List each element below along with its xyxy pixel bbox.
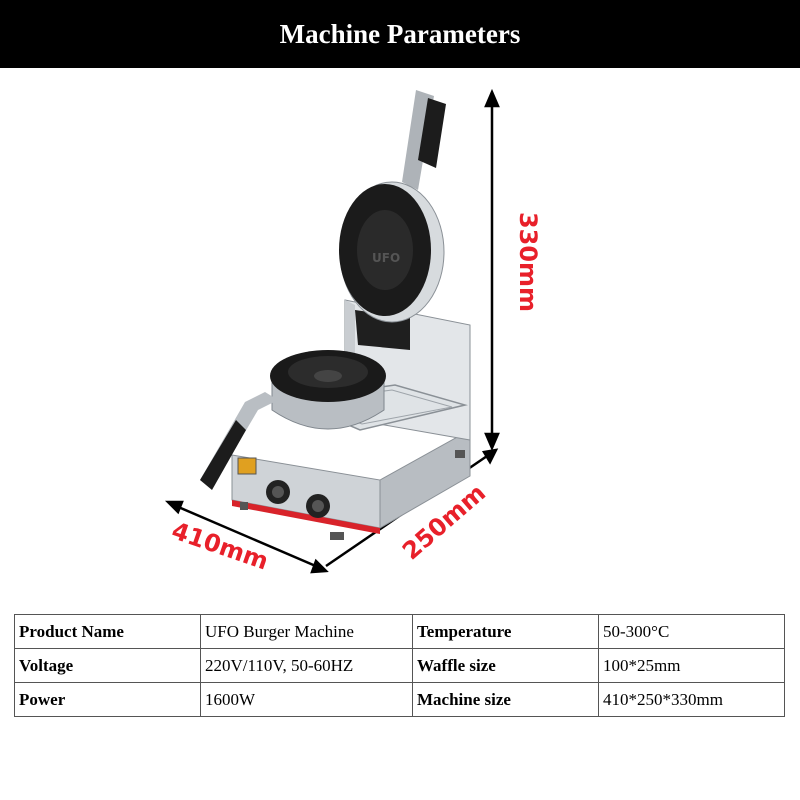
spec-value: 50-300°C <box>598 614 785 649</box>
spec-value: 410*250*330mm <box>598 682 785 717</box>
upper-lid: UFO <box>339 90 446 350</box>
spec-value: 220V/110V, 50-60HZ <box>200 648 413 683</box>
spec-value: 100*25mm <box>598 648 785 683</box>
spec-value: UFO Burger Machine <box>200 614 413 649</box>
machine-base <box>231 429 471 540</box>
spec-table: Product Name UFO Burger Machine Temperat… <box>14 614 785 717</box>
table-row: Voltage 220V/110V, 50-60HZ Waffle size 1… <box>14 648 785 683</box>
mold-embossing: UFO <box>372 251 400 265</box>
spec-label: Voltage <box>14 648 201 683</box>
table-row: Power 1600W Machine size 410*250*330mm <box>14 682 785 717</box>
spec-label: Waffle size <box>412 648 599 683</box>
table-row: Product Name UFO Burger Machine Temperat… <box>14 614 785 649</box>
spec-label: Power <box>14 682 201 717</box>
page-header: Machine Parameters <box>0 0 800 68</box>
product-image: UFO <box>164 88 500 574</box>
spec-value: 1600W <box>200 682 413 717</box>
page-title: Machine Parameters <box>279 18 521 49</box>
spec-label: Product Name <box>14 614 201 649</box>
spec-label: Temperature <box>412 614 599 649</box>
lower-mold <box>200 350 386 490</box>
height-dimension: 330mm <box>514 211 543 313</box>
spec-label: Machine size <box>412 682 599 717</box>
